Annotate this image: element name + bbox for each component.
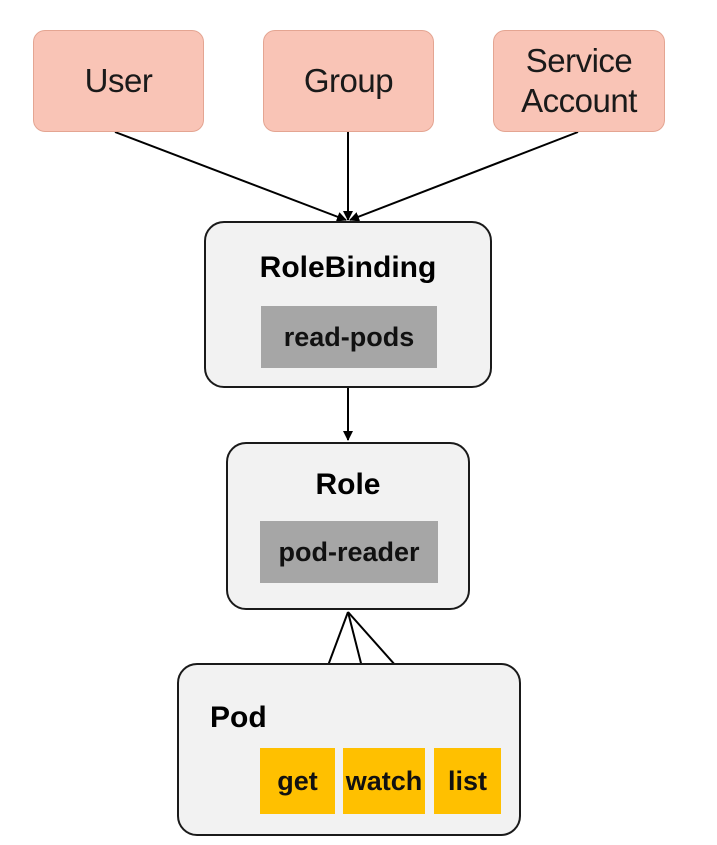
- verb-list: list: [434, 748, 501, 814]
- rolebinding-title: RoleBinding: [259, 251, 437, 284]
- role-container: Role pod-reader: [226, 442, 470, 610]
- user-subject-box: User: [33, 30, 204, 132]
- group-subject-box: Group: [263, 30, 434, 132]
- role-title: Role: [315, 468, 381, 501]
- rolebinding-container: RoleBinding read-pods: [204, 221, 492, 388]
- service-account-label-line1: Service: [525, 42, 633, 79]
- service-account-subject-box: Service Account: [493, 30, 665, 132]
- arrow-serviceaccount-to-rolebinding: [349, 131, 579, 222]
- user-label: User: [84, 62, 153, 99]
- verb-get: get: [260, 748, 335, 814]
- service-account-label-line2: Account: [521, 82, 637, 119]
- pod-title: Pod: [210, 701, 267, 734]
- rolebinding-name-chip: read-pods: [261, 306, 437, 368]
- arrow-user-to-rolebinding: [114, 131, 347, 222]
- group-label: Group: [303, 62, 394, 99]
- role-name-chip: pod-reader: [260, 521, 438, 583]
- verb-watch: watch: [343, 748, 425, 814]
